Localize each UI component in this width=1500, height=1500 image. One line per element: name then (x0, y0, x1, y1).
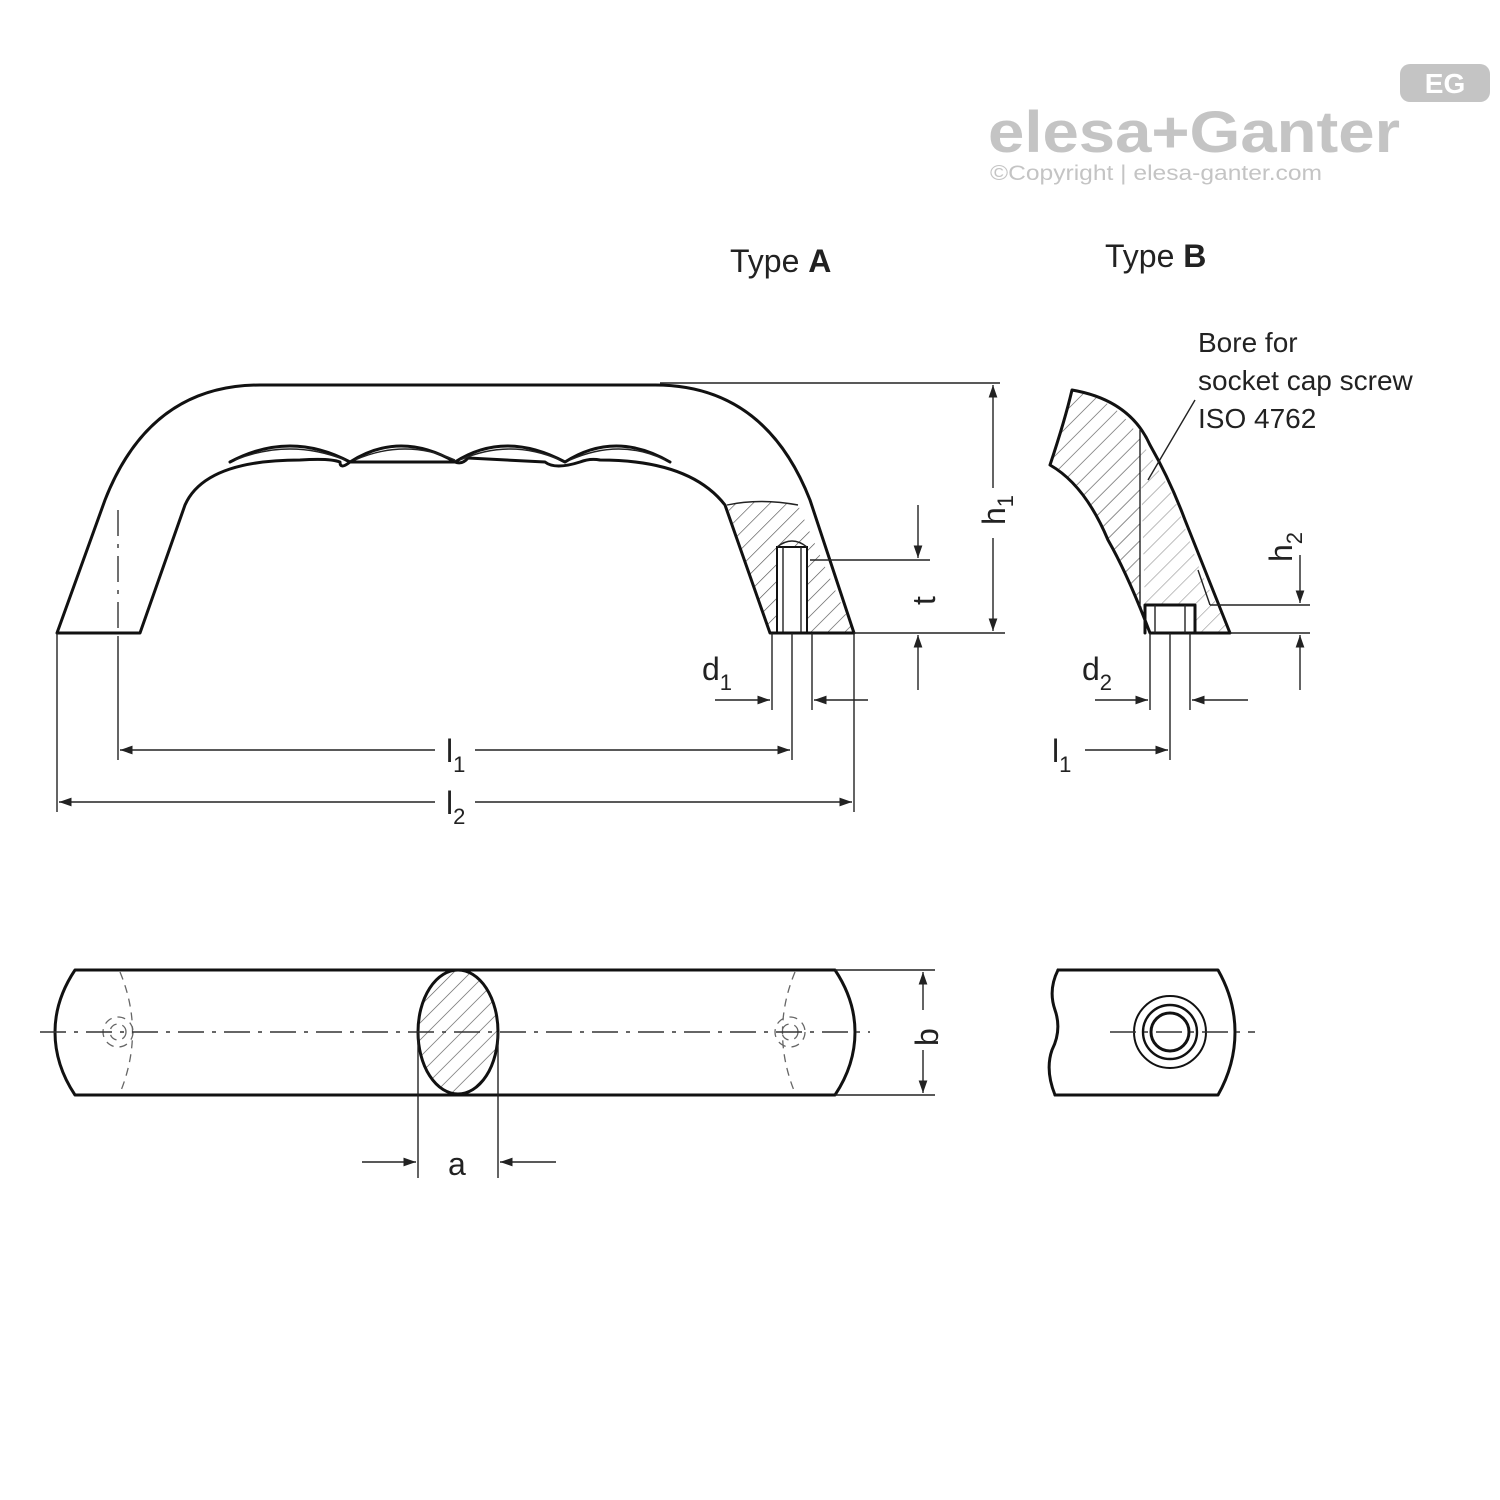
type-a-title: Type A (730, 243, 831, 279)
h1-label: h1 (976, 495, 1018, 525)
bore-note-line1: Bore for (1198, 327, 1298, 358)
l2-label: l2 (446, 785, 465, 829)
d2-label: d2 (1082, 651, 1112, 695)
copyright-text: ©Copyright | elesa-ganter.com (990, 162, 1322, 185)
brand-badge-text: EG (1425, 68, 1465, 99)
d1-label: d1 (702, 651, 732, 695)
brand-wordmark: elesa+Ganter (988, 100, 1400, 165)
handle-outline (55, 383, 856, 635)
l1-label: l1 (446, 733, 465, 777)
bore-note-line3: ISO 4762 (1198, 403, 1316, 434)
type-b-title: Type B (1105, 238, 1206, 274)
threaded-insert (776, 546, 808, 634)
type-b-top-view (1047, 968, 1255, 1097)
brand-logo: EG elesa+Ganter ©Copyright | elesa-gante… (988, 64, 1490, 185)
l1-b-label: l1 (1052, 733, 1071, 777)
type-b-section-view (1048, 388, 1232, 635)
brand-badge (1400, 64, 1490, 102)
type-b-outline (1048, 388, 1232, 635)
grip-waves (228, 444, 672, 464)
a-label: a (448, 1146, 466, 1182)
t-label: t (906, 596, 942, 605)
handle-top-view (40, 968, 870, 1097)
type-b-dimensions: h2 d2 l1 (1052, 532, 1310, 777)
handle-front-view (55, 383, 856, 640)
h2-label: h2 (1263, 532, 1307, 562)
bore-note-line2: socket cap screw (1198, 365, 1414, 396)
bore-annotation: Bore for socket cap screw ISO 4762 (1147, 327, 1414, 481)
type-b-top-outline (1053, 968, 1237, 1097)
counterbore (1143, 603, 1197, 635)
top-dimensions: b a (362, 969, 945, 1182)
leader-line (1147, 399, 1196, 481)
front-dimensions: h1 t d1 l1 l2 (56, 382, 1018, 832)
b-label: b (909, 1028, 945, 1046)
